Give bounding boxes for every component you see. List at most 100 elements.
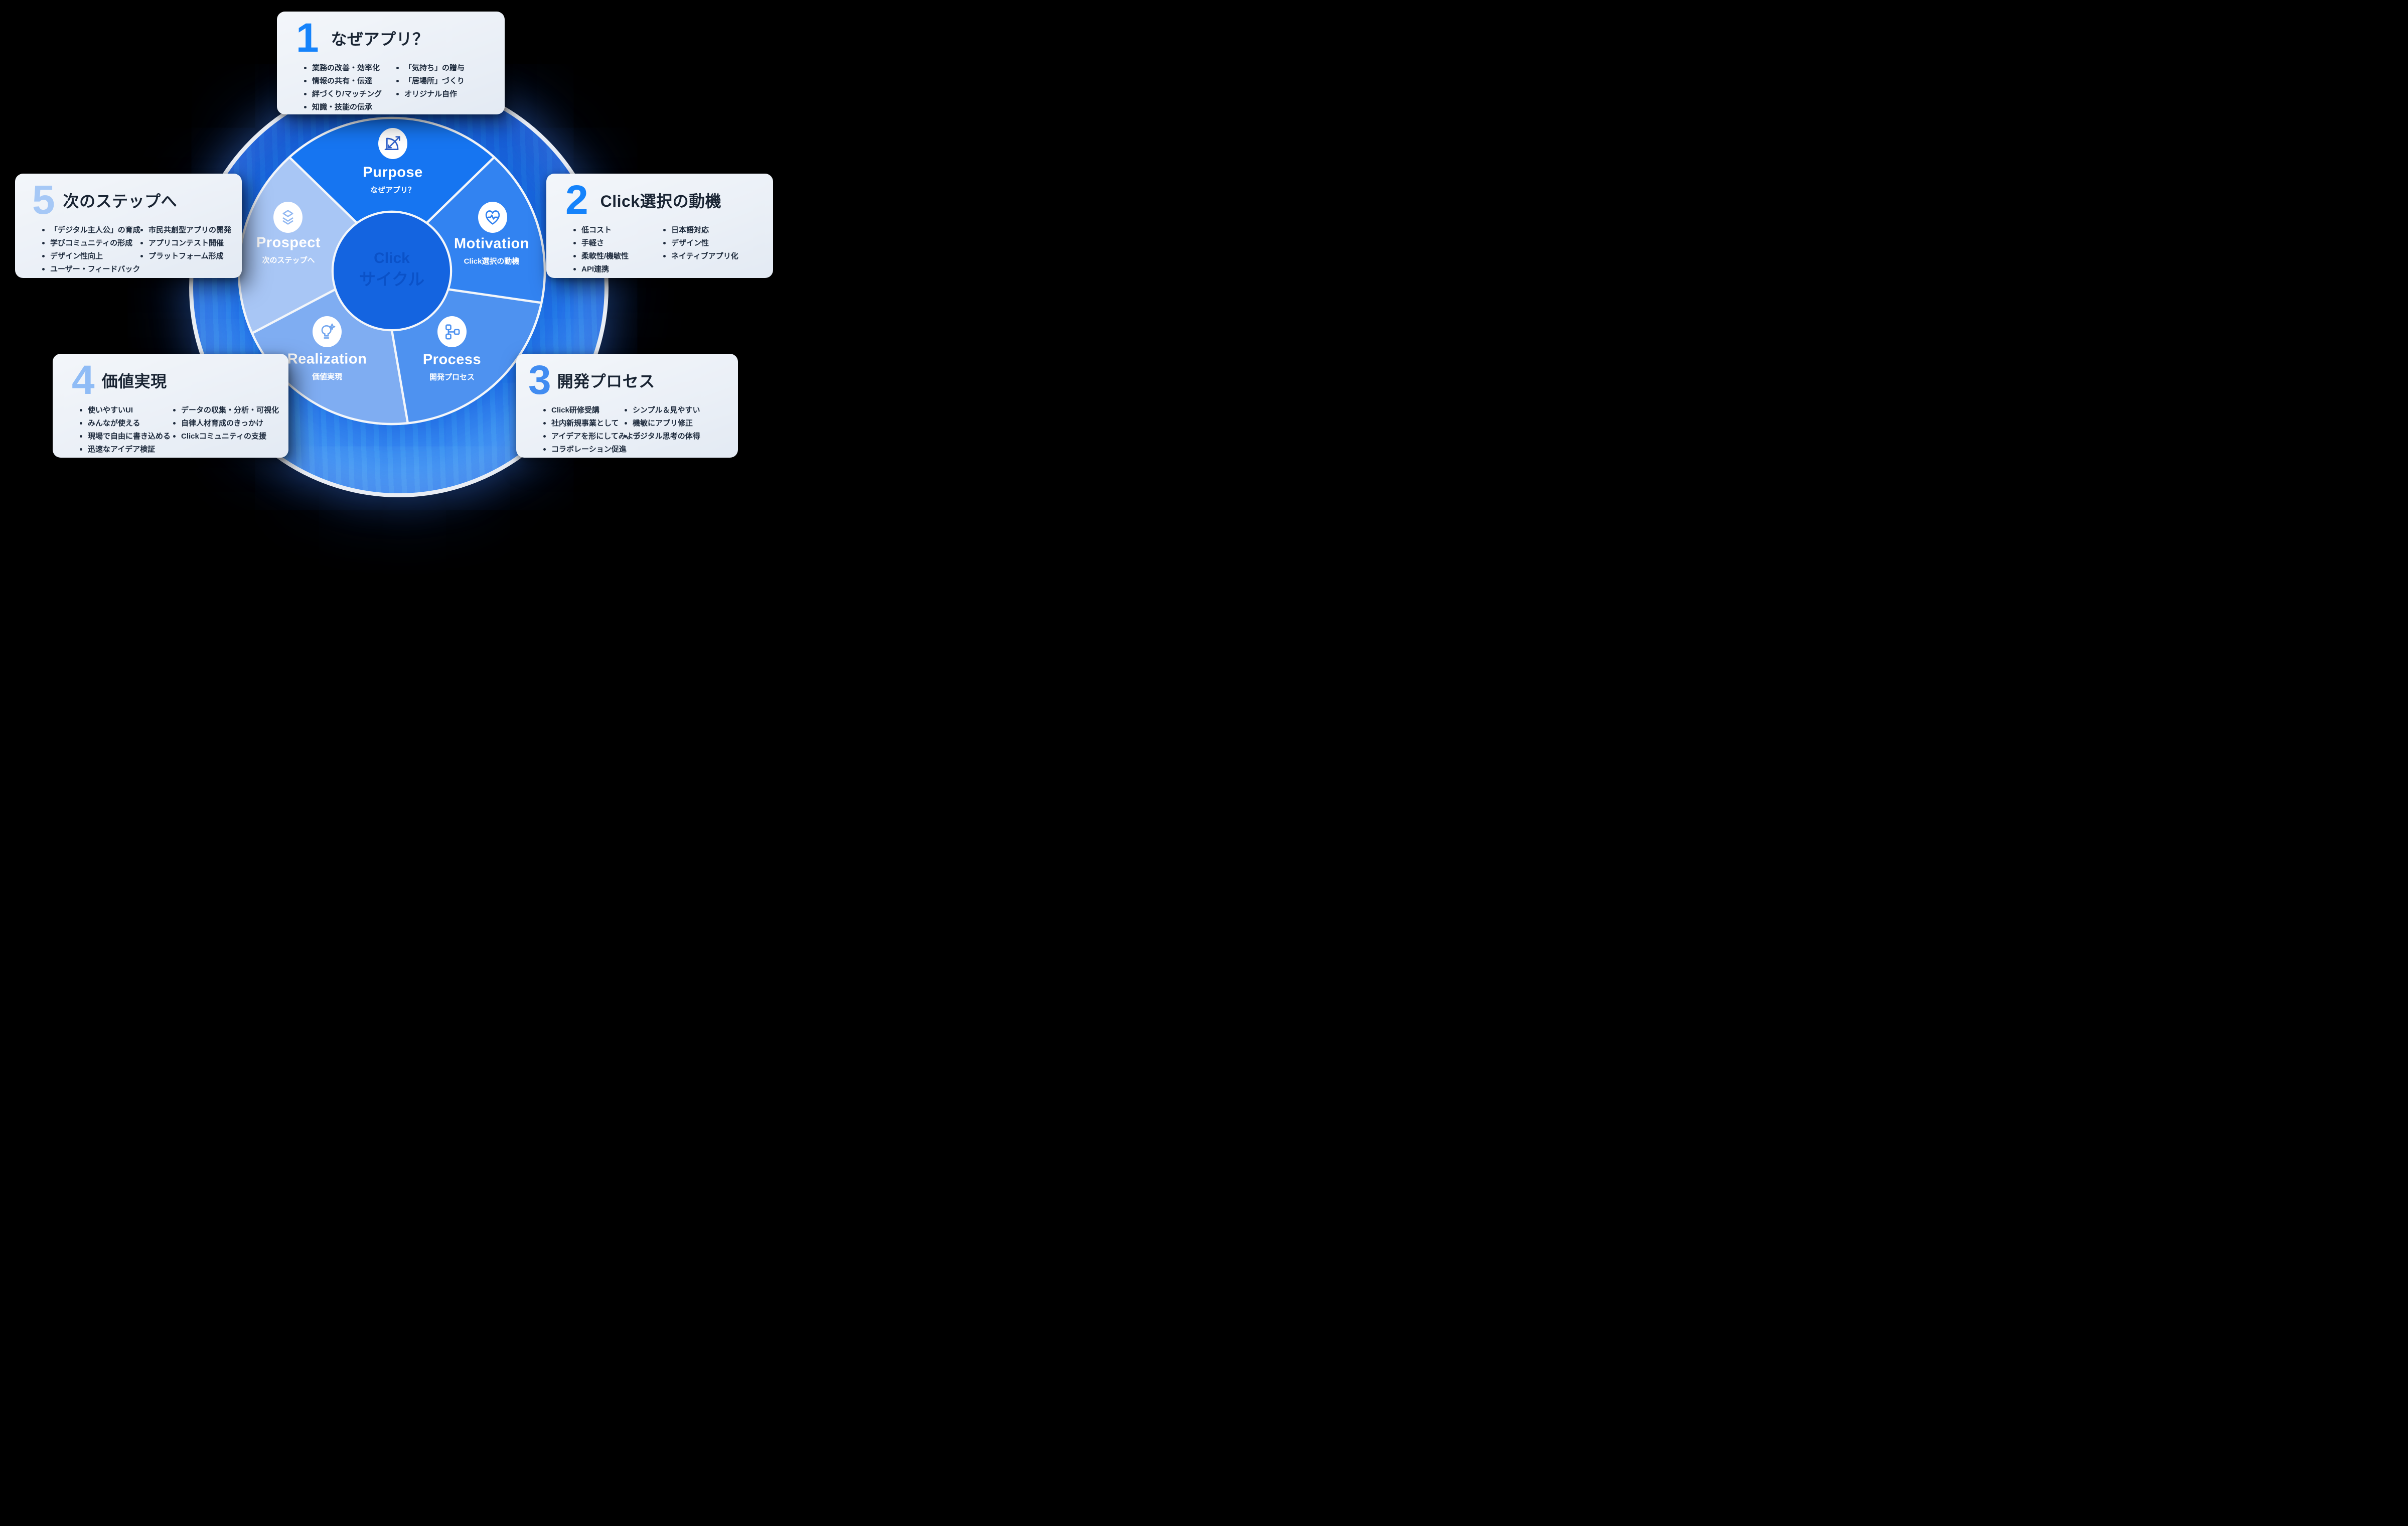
bullet-dot bbox=[173, 422, 176, 425]
list-item: アプリコンテスト開催 bbox=[140, 237, 231, 250]
list-item: プラットフォーム形成 bbox=[140, 250, 231, 263]
bullet-text: 日本語対応 bbox=[671, 226, 709, 234]
bullet-text: アイデアを形にしてみよう bbox=[551, 432, 641, 441]
segment-name: Process bbox=[422, 351, 482, 368]
list-item: 「気持ち」の贈与 bbox=[396, 62, 465, 75]
bullet-text: 「気持ち」の贈与 bbox=[404, 64, 465, 72]
list-item: デジタル思考の体得 bbox=[625, 430, 700, 443]
bullet-dot bbox=[42, 268, 45, 270]
hub-title: Click サイクル bbox=[359, 249, 424, 292]
bullet-text: 市民共創型アプリの開発 bbox=[148, 226, 232, 234]
bullet-dot bbox=[396, 80, 399, 82]
wheel-hub bbox=[332, 211, 452, 331]
bullet-dot bbox=[42, 229, 45, 231]
card-number: 4 bbox=[72, 357, 95, 403]
bullet-text: 低コスト bbox=[581, 226, 612, 234]
segment-subname: Click選択の動機 bbox=[464, 257, 520, 266]
bullet-text: 絆づくり/マッチング bbox=[312, 90, 382, 98]
card-number: 2 bbox=[565, 177, 588, 223]
card-next-steps: 5 次のステップへ 「デジタル主人公」の育成学びコミュニティの形成デザイン性向上… bbox=[15, 174, 242, 278]
bullet-dot bbox=[573, 242, 576, 244]
bullet-dot bbox=[543, 422, 546, 425]
list-item: シンプル＆見やすい bbox=[625, 404, 700, 417]
list-item: 「居場所」づくり bbox=[396, 75, 465, 88]
heart-pulse-icon bbox=[485, 210, 500, 225]
bullet-dot bbox=[625, 435, 627, 438]
list-item: 学びコミュニティの形成 bbox=[42, 237, 140, 250]
bullet-column-2: シンプル＆見やすい機敏にアプリ修正デジタル思考の体得 bbox=[625, 404, 700, 443]
list-item: Clickコミュニティの支援 bbox=[173, 430, 279, 443]
list-item: 現場で自由に書き込める bbox=[80, 430, 171, 443]
segment-subname: 価値実現 bbox=[312, 372, 342, 381]
process-label: Process 開発プロセス bbox=[423, 352, 481, 382]
bullet-text: 業務の改善・効率化 bbox=[312, 64, 380, 72]
prospect-node bbox=[273, 202, 303, 233]
bullet-text: アプリコンテスト開催 bbox=[148, 239, 224, 247]
list-item: ユーザー・フィードバック bbox=[42, 263, 140, 276]
realization-label: Realization 価値実現 bbox=[287, 351, 367, 382]
list-item: 自律人材育成のきっかけ bbox=[173, 417, 279, 430]
list-item: API連携 bbox=[573, 263, 629, 276]
segment-name: Motivation bbox=[454, 235, 529, 252]
bullet-dot bbox=[663, 229, 666, 231]
segment-name: Prospect bbox=[256, 234, 321, 251]
bullet-dot bbox=[543, 409, 546, 411]
card-header: 4 価値実現 bbox=[72, 360, 167, 401]
list-item: みんなが使える bbox=[80, 417, 171, 430]
bullet-dot bbox=[173, 409, 176, 411]
list-item: 業務の改善・効率化 bbox=[304, 62, 382, 75]
bullet-column-1: 業務の改善・効率化情報の共有・伝達絆づくり/マッチング知識・技能の伝承 bbox=[304, 62, 382, 114]
bullet-text: コラボレーション促進 bbox=[551, 445, 627, 454]
bullet-dot bbox=[42, 242, 45, 244]
bullet-dot bbox=[80, 435, 82, 438]
list-item: 知識・技能の伝承 bbox=[304, 101, 382, 114]
bullet-text: 柔軟性/機敏性 bbox=[581, 252, 629, 260]
bullet-text: 学びコミュニティの形成 bbox=[50, 239, 133, 247]
bullet-dot bbox=[80, 422, 82, 425]
bullet-dot bbox=[573, 229, 576, 231]
list-item: アイデアを形にしてみよう bbox=[543, 430, 641, 443]
list-item: デザイン性 bbox=[663, 237, 738, 250]
hub-title-line2: サイクル bbox=[359, 270, 425, 289]
card-number: 5 bbox=[32, 177, 55, 223]
bullet-column-1: Click研修受講社内新規事業としてアイデアを形にしてみようコラボレーション促進 bbox=[543, 404, 641, 456]
card-header: 2 Click選択の動機 bbox=[565, 180, 721, 221]
bullet-dot bbox=[304, 67, 307, 69]
motivation-node bbox=[478, 202, 507, 233]
bullet-text: 自律人材育成のきっかけ bbox=[181, 419, 263, 428]
bullet-text: 情報の共有・伝達 bbox=[312, 77, 373, 85]
bullet-text: Clickコミュニティの支援 bbox=[181, 432, 266, 441]
bullet-dot bbox=[140, 255, 143, 257]
bow-arrow-icon bbox=[384, 136, 400, 150]
realization-node bbox=[313, 316, 342, 347]
bullet-text: 迅速なアイデア検証 bbox=[88, 445, 156, 454]
purpose-node bbox=[378, 128, 407, 159]
card-number: 1 bbox=[296, 15, 319, 61]
bullet-dot bbox=[140, 229, 143, 231]
infographic-stage: Click サイクル Pur bbox=[0, 0, 787, 498]
list-item: 市民共創型アプリの開発 bbox=[140, 224, 231, 237]
card-title: Click選択の動機 bbox=[600, 192, 722, 210]
motivation-label: Motivation Click選択の動機 bbox=[454, 236, 529, 266]
list-item: 柔軟性/機敏性 bbox=[573, 250, 629, 263]
bullet-dot bbox=[573, 268, 576, 270]
list-item: 日本語対応 bbox=[663, 224, 738, 237]
bullet-dot bbox=[304, 80, 307, 82]
hub-title-line1: Click bbox=[374, 250, 410, 266]
bullet-dot bbox=[173, 435, 176, 438]
card-number: 3 bbox=[528, 357, 551, 403]
list-item: 情報の共有・伝達 bbox=[304, 75, 382, 88]
bullet-text: 現場で自由に書き込める bbox=[88, 432, 171, 441]
card-title: 価値実現 bbox=[101, 372, 167, 390]
bullet-text: デザイン性向上 bbox=[50, 252, 103, 260]
bulb-spark-icon bbox=[321, 323, 336, 339]
card-title: 開発プロセス bbox=[557, 372, 655, 390]
bullet-dot bbox=[663, 255, 666, 257]
bullet-text: シンプル＆見やすい bbox=[633, 406, 700, 414]
bullet-dot bbox=[625, 422, 627, 425]
bullet-column-1: 「デジタル主人公」の育成学びコミュニティの形成デザイン性向上ユーザー・フィードバ… bbox=[42, 224, 140, 276]
list-item: 機敏にアプリ修正 bbox=[625, 417, 700, 430]
